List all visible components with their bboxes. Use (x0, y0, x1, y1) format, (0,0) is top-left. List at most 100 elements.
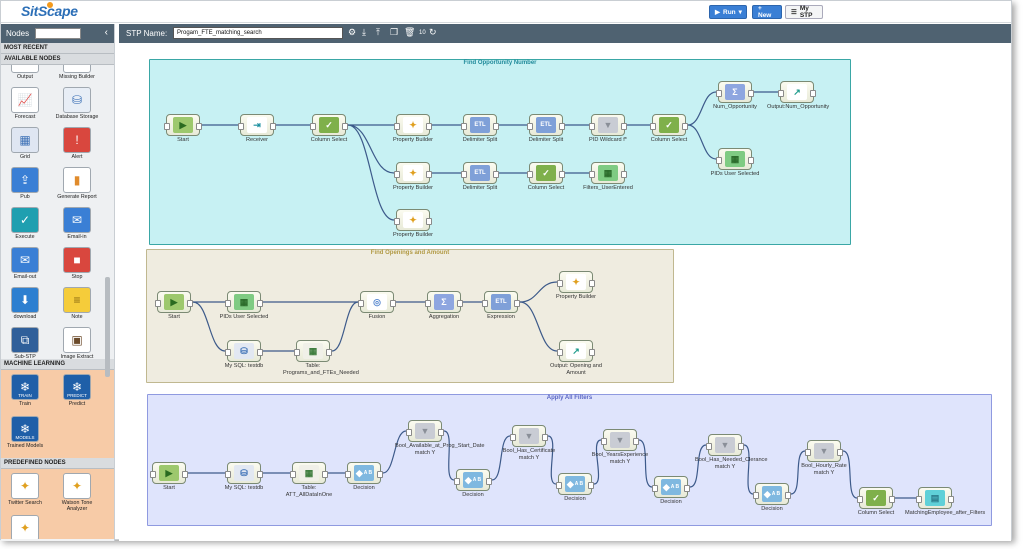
upload-icon[interactable]: ⤒ (376, 27, 380, 37)
palette-node-label: Image Extract (60, 354, 94, 359)
flow-node-g1-receiver[interactable]: ⇥Receiver (227, 114, 287, 144)
palette-node-execute[interactable]: ✓Execute (3, 207, 47, 240)
copy-icon[interactable]: ❐ (390, 27, 399, 37)
flow-node-g1-pb1[interactable]: ✦Property Builder (383, 114, 443, 144)
palette-node-email-in[interactable]: ✉Email-in (55, 207, 99, 240)
run-button[interactable]: ▶ Run ▾ (709, 5, 747, 19)
stp-name-input[interactable]: Progam_FTE_matching_search (173, 27, 343, 39)
palette-node-report[interactable]: ▮Generate Report (55, 167, 99, 200)
flow-node-g3-match[interactable]: ▤MatchingEmployee_after_Filters (905, 487, 985, 517)
collapse-sidebar-icon[interactable]: ‹ (104, 27, 108, 38)
flow-node-g2-start[interactable]: ▶Start (144, 291, 204, 321)
node-box: ✓ (527, 162, 565, 184)
palette-node-wand[interactable]: ✦ (3, 515, 47, 539)
flow-node-g3-f1[interactable]: ▼Bool_Available_at_Prog_Start_Date match… (395, 420, 484, 456)
flow-node-g3-f3[interactable]: ▼Bool_YearsExperience match Y (590, 429, 650, 465)
flow-node-g2-table[interactable]: ▦Table: Programs_and_FTEs_Needed (283, 340, 359, 376)
palette-node-image-extract[interactable]: ▣Image Extract (55, 327, 99, 359)
node-label: Decision (564, 496, 586, 502)
palette-node-label: Twitter Search (8, 500, 42, 506)
start-icon: ▶ (159, 465, 179, 481)
glyph-text: ETL (540, 122, 552, 128)
node-box: ▶ (150, 462, 188, 484)
settings-icon[interactable]: ⚙ (348, 27, 357, 37)
flow-node-g3-colsel[interactable]: ✓Column Select (846, 487, 906, 517)
palette-node-watson[interactable]: ✦Watson Tone Analyzer (55, 473, 99, 512)
sidebar-scrollbar[interactable] (105, 277, 110, 377)
nodes-search-input[interactable] (35, 28, 81, 39)
palette-node-output[interactable]: ↗Output (3, 65, 47, 80)
section-available-nodes[interactable]: AVAILABLE NODES (1, 54, 114, 65)
palette-node-grid[interactable]: ▦Grid (3, 127, 47, 160)
section-predefined-nodes[interactable]: PREDEFINED NODES (1, 458, 114, 469)
refresh-icon[interactable]: ↻ (429, 27, 437, 37)
palette-node-label: Forecast (14, 114, 36, 120)
palette-node-missing-builder[interactable]: ✎Missing Builder (55, 65, 99, 80)
palette-node-download[interactable]: ⬇download (3, 287, 47, 320)
palette-node-forecast[interactable]: 📈Forecast (3, 87, 47, 120)
wire-32 (638, 439, 653, 488)
node-label: Delimiter Split (462, 137, 498, 143)
db-icon: ⛁ (234, 343, 254, 359)
palette-node-note[interactable]: ≡Note (55, 287, 99, 320)
palette-node-sub-stp[interactable]: ⧉Sub-STP (3, 327, 47, 359)
new-button[interactable]: + New (752, 5, 782, 19)
my-stp-button[interactable]: ☰ My STP (785, 5, 823, 19)
glyph-text: A B (670, 484, 680, 490)
flow-node-g3-f4[interactable]: ▼Bool_Has_Needed_Clerance match Y (695, 434, 767, 470)
trash-icon[interactable]: 🗑 (404, 27, 416, 37)
flow-node-g1-colsel3[interactable]: ✓Column Select (516, 162, 576, 192)
download-icon[interactable]: ⤓ (362, 27, 366, 37)
palette-node-alert[interactable]: !Alert (55, 127, 99, 160)
node-label: Delimiter Split (462, 185, 498, 191)
flow-node-g3-table[interactable]: ▦Table: ATT_AllDataInOne (279, 462, 339, 498)
flow-node-g2-out[interactable]: ↗Output: Opening and Amount (546, 340, 606, 376)
flow-node-g2-fusion[interactable]: ◎Fusion (347, 291, 407, 321)
palette-node-label: Generate Report (57, 194, 97, 200)
palette-node-twitter[interactable]: ✦Twitter Search (3, 473, 47, 506)
flow-node-g1-pid[interactable]: ▼PID Wildcard f* (578, 114, 638, 144)
flow-node-g2-pb[interactable]: ✦Property Builder (546, 271, 606, 301)
flow-node-g1-pids[interactable]: ▦PIDs User Selected (705, 148, 765, 178)
flow-node-g1-filters[interactable]: ▦Filters_UserEntered (578, 162, 638, 192)
palette-node-pub[interactable]: ⇪Pub (3, 167, 47, 200)
report-icon: ▮ (63, 167, 91, 193)
flow-node-g2-mysql[interactable]: ⛁My SQL: testdb (214, 340, 274, 370)
flow-node-g3-f2[interactable]: ▼Bool_Has_Certificate match Y (499, 425, 559, 461)
flow-node-g1-colsel2[interactable]: ✓Column Select (639, 114, 699, 144)
database-icon: ⛁ (63, 87, 91, 113)
flow-node-g1-colsel1[interactable]: ✓Column Select (299, 114, 359, 144)
flow-node-g2-pids[interactable]: ▦PIDs User Selected (214, 291, 274, 321)
palette-node-database[interactable]: ⛁Database Storage (55, 87, 99, 120)
flow-node-g1-pb3[interactable]: ✦Property Builder (383, 209, 443, 239)
node-box: ◆A B (652, 476, 690, 498)
section-machine-learning[interactable]: MACHINE LEARNING (1, 359, 114, 370)
palette-node-stop[interactable]: ■Stop (55, 247, 99, 280)
node-box: ⛁ (225, 340, 263, 362)
flow-group-3[interactable]: Apply All Filters (147, 394, 992, 526)
flow-node-g3-start[interactable]: ▶Start (139, 462, 199, 492)
flow-node-g3-mysql[interactable]: ⛁My SQL: testdb (214, 462, 274, 492)
flow-node-g3-f5[interactable]: ▼Bool_Hourly_Rate match Y (794, 440, 854, 476)
glyph-text: A B (363, 470, 373, 476)
flow-node-g1-start[interactable]: ▶Start (153, 114, 213, 144)
flow-node-g1-out[interactable]: ↗Output:Num_Opportunity (767, 81, 829, 111)
palette-node-email-out[interactable]: ✉Email-out (3, 247, 47, 280)
section-most-recent[interactable]: MOST RECENT (1, 43, 114, 54)
flow-node-g1-pb2[interactable]: ✦Property Builder (383, 162, 443, 192)
